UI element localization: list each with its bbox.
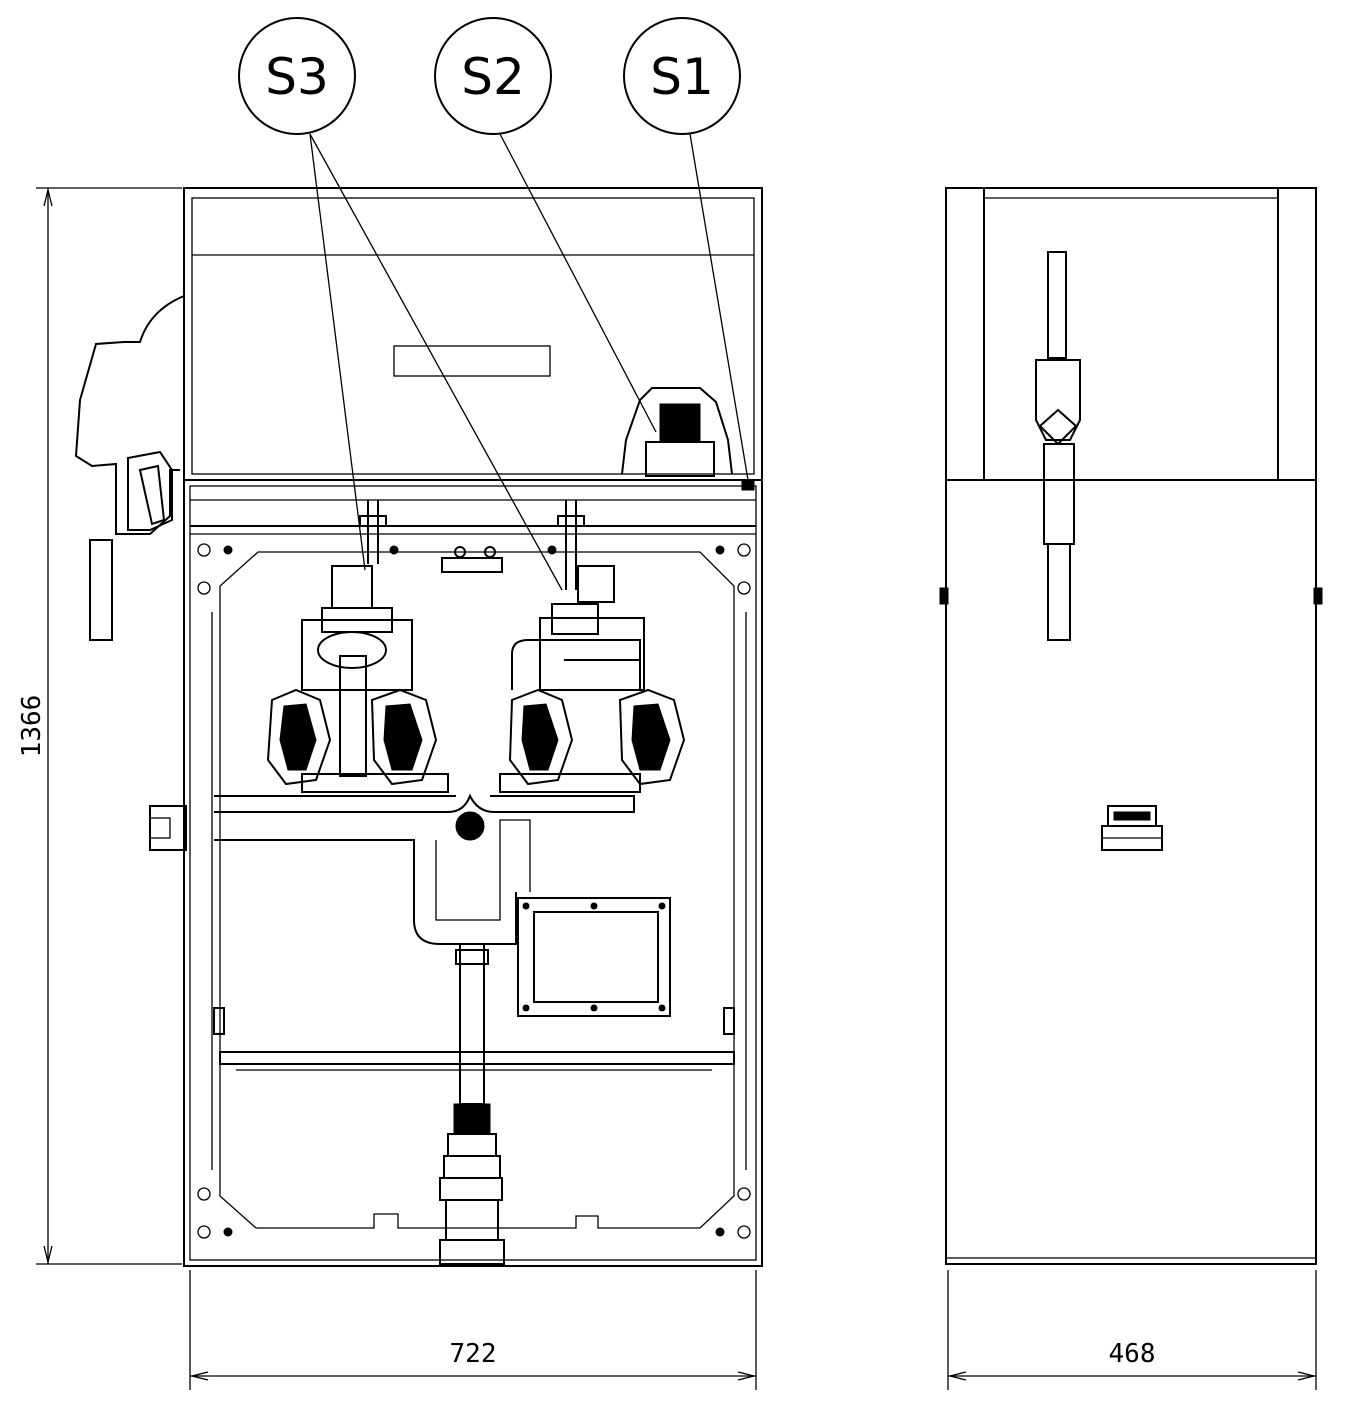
callout-s1: S1 — [623, 17, 741, 135]
callout-s3: S3 — [238, 17, 356, 135]
dimension-front-width: 722 — [189, 1270, 757, 1390]
callout-s3-label: S3 — [265, 48, 329, 106]
callout-s1-label: S1 — [650, 48, 714, 106]
cabinet-body — [183, 479, 763, 1267]
filler-cap — [1101, 805, 1163, 851]
manifold — [214, 793, 635, 945]
front-view — [74, 187, 763, 1267]
inlet-pipe — [439, 943, 505, 1265]
side-width-label: 468 — [1109, 1339, 1156, 1369]
meter-right — [499, 565, 686, 793]
corner-bolts — [197, 543, 751, 1239]
height-dimension-label: 1366 — [17, 695, 47, 758]
junction-box — [517, 897, 671, 1017]
nozzle-front — [74, 295, 185, 641]
display-window — [393, 345, 551, 377]
side-body — [945, 187, 1317, 1265]
front-width-label: 722 — [450, 1339, 497, 1369]
valve-stems — [359, 500, 585, 590]
component-s1 — [741, 479, 755, 491]
dimension-height: 1366 — [17, 187, 182, 1265]
callout-s2-label: S2 — [461, 48, 525, 106]
leader-lines — [309, 133, 749, 591]
nozzle-side — [1035, 251, 1081, 641]
meter-left — [266, 565, 449, 793]
side-view — [939, 187, 1323, 1265]
inner-panel — [219, 551, 735, 1229]
dimension-side-width: 468 — [947, 1270, 1317, 1390]
module-s2 — [621, 387, 733, 477]
callout-s2: S2 — [434, 17, 552, 135]
